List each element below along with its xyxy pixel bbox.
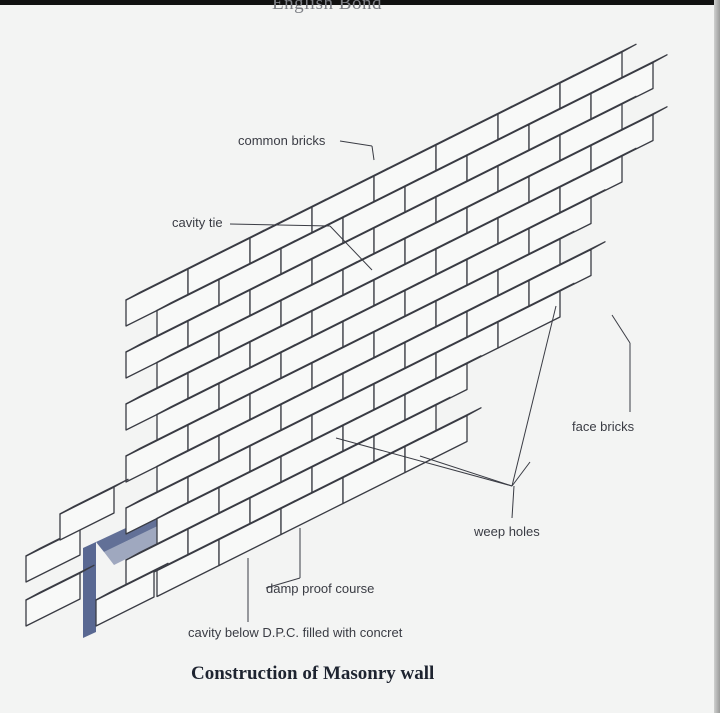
label-cavity-below-dpc: cavity below D.P.C. filled with concret [188,625,403,640]
label-weep-holes: weep holes [474,524,540,539]
weep-holes-leader-3 [419,455,513,487]
common-bricks-arrow [371,145,375,161]
footing-brick-3-top [59,478,129,515]
common-bricks-leader [339,140,373,147]
brick-c4-7-top [559,147,637,188]
damp-proof-course-band [83,542,96,638]
label-damp-proof-course: damp proof course [266,581,375,596]
brick-c7-6-top [528,241,606,282]
right-paper-edge [714,0,720,713]
brick-c3-7-top [590,106,668,147]
dpc-leader-2 [265,577,301,589]
brick-courses [25,43,668,627]
footing-brick-2 [25,572,81,627]
weep-holes-leader-1 [511,485,515,519]
brick-c8-6-top [497,282,575,323]
brick-c5-6-top [528,189,606,230]
cavity-tie-leader-2 [329,225,373,271]
top-dark-border [0,0,720,5]
weep-holes-leader-5 [511,305,557,487]
label-face-bricks: face bricks [572,419,635,434]
label-common-bricks: common bricks [238,133,326,148]
brick-c11-4-top [404,407,482,448]
brick-c0-7-top [559,43,637,84]
brick-c10-4-top [373,396,451,437]
footing-brick-1 [25,528,81,583]
brick-c2-7-top [559,95,637,136]
cavity-tie-leader [229,223,331,227]
footing-brick-2-top [25,564,95,601]
brick-c1-7-top [590,54,668,95]
dpc-top-band [96,512,170,552]
footing-brick-3 [59,486,115,541]
brick-c9-4-top [404,355,482,396]
figure-caption: Construction of Masonry wall [191,663,435,684]
weep-holes-leader-4 [511,461,531,487]
footing-brick-4 [95,570,155,627]
footing-brick-4-top [95,562,169,601]
header-title: English Bond [272,0,382,14]
brick-c6-6-top [497,230,575,271]
face-bricks-leader [611,314,631,344]
label-cavity-tie: cavity tie [172,215,223,230]
weep-holes-leader-2 [335,437,513,487]
